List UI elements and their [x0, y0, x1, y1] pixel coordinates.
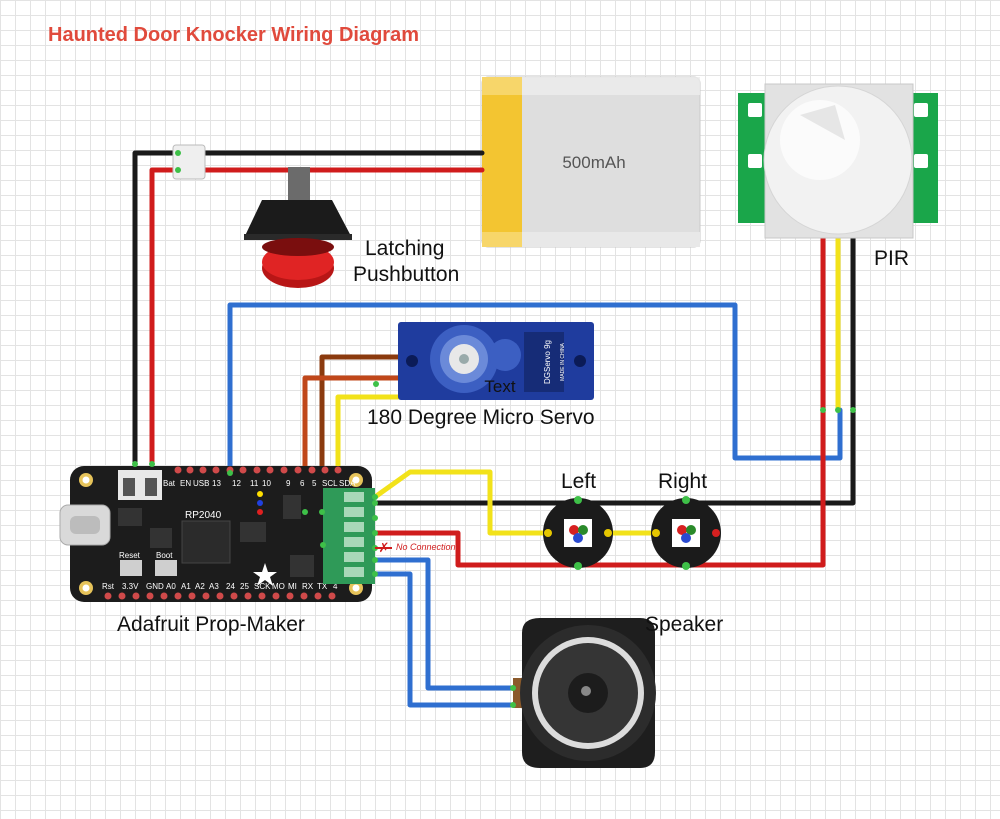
pushbutton-label-line1: Latching [365, 237, 445, 260]
pin-label: 6 [300, 479, 305, 488]
jst-connector [172, 144, 206, 180]
chip-label: RP2040 [185, 510, 222, 521]
servo-body-text: DGServo 9g [543, 340, 552, 384]
pir-sensor [738, 83, 938, 413]
no-connection-annotation: ✗ No Connection [375, 540, 456, 555]
wire-jst-red [149, 167, 176, 465]
wire-power-bus [372, 407, 826, 568]
pin-label: 12 [232, 479, 241, 488]
battery: 500mAh [481, 76, 701, 248]
pin-label: Rst [102, 582, 115, 591]
wire-ground-bus [372, 407, 856, 506]
led-left-label: Left [561, 470, 597, 493]
wire-blue-pir-signal [227, 302, 843, 476]
pin-label: 25 [240, 582, 249, 591]
wire-led-data [372, 469, 551, 536]
speaker [510, 618, 656, 768]
wire-battery-red [302, 167, 485, 203]
pin-label: A2 [195, 582, 205, 591]
led-right-label: Right [658, 470, 708, 493]
wire-jst-black [132, 150, 176, 465]
pin-label: A1 [181, 582, 191, 591]
pin-label: 3.3V [122, 582, 139, 591]
pushbutton-label-line2: Pushbutton [353, 263, 460, 286]
wire-speaker-blue-2 [372, 571, 518, 708]
servo-overlay-text: Text [484, 377, 515, 396]
servo-label: 180 Degree Micro Servo [367, 406, 595, 429]
servo-small-text: MADE IN CHINA [560, 342, 566, 380]
reset-button-label: Reset [119, 551, 141, 560]
pin-label: GND [146, 582, 164, 591]
pushbutton [244, 167, 352, 288]
pin-label: RX [302, 582, 314, 591]
pir-label: PIR [874, 247, 910, 270]
pin-label: SCK [254, 582, 271, 591]
pin-label: Bat [163, 479, 176, 488]
servo: DGServo 9g MADE IN CHINA Text [373, 322, 594, 400]
pin-label: A3 [209, 582, 219, 591]
wire-speaker-blue-1 [372, 557, 518, 691]
pin-label: MI [288, 582, 297, 591]
pin-label: 13 [212, 479, 221, 488]
pin-label: 9 [286, 479, 291, 488]
pin-label: EN [180, 479, 191, 488]
pin-label: 11 [250, 479, 259, 488]
pin-label: SCL [322, 479, 338, 488]
page-title: Haunted Door Knocker Wiring Diagram [48, 24, 419, 46]
pin-label: A0 [166, 582, 176, 591]
pin-label: USB [193, 479, 209, 488]
wire-button-red [202, 167, 298, 203]
pin-label: SDA [339, 479, 356, 488]
board-label: Adafruit Prop-Maker [117, 613, 305, 636]
pin-label: 4 [333, 582, 338, 591]
speaker-label: Speaker [645, 613, 724, 636]
no-connection-x-icon: ✗ [379, 540, 390, 555]
star-icon [253, 563, 277, 586]
pushbutton-label: Latching Pushbutton [353, 236, 459, 288]
pin-label: TX [317, 582, 328, 591]
pin-label: MO [272, 582, 285, 591]
wire-servo-brown [319, 354, 401, 515]
no-connection-label: No Connection [396, 542, 456, 552]
prop-maker-board: Bat EN USB 13 12 11 10 9 6 5 SCL SDA Rst… [59, 461, 378, 602]
battery-label: 500mAh [562, 153, 625, 172]
led-right [651, 496, 721, 570]
boot-button-label: Boot [156, 551, 173, 560]
pin-label: 5 [312, 479, 317, 488]
pin-label: 24 [226, 582, 235, 591]
pin-label: 10 [262, 479, 271, 488]
led-left [543, 496, 613, 570]
